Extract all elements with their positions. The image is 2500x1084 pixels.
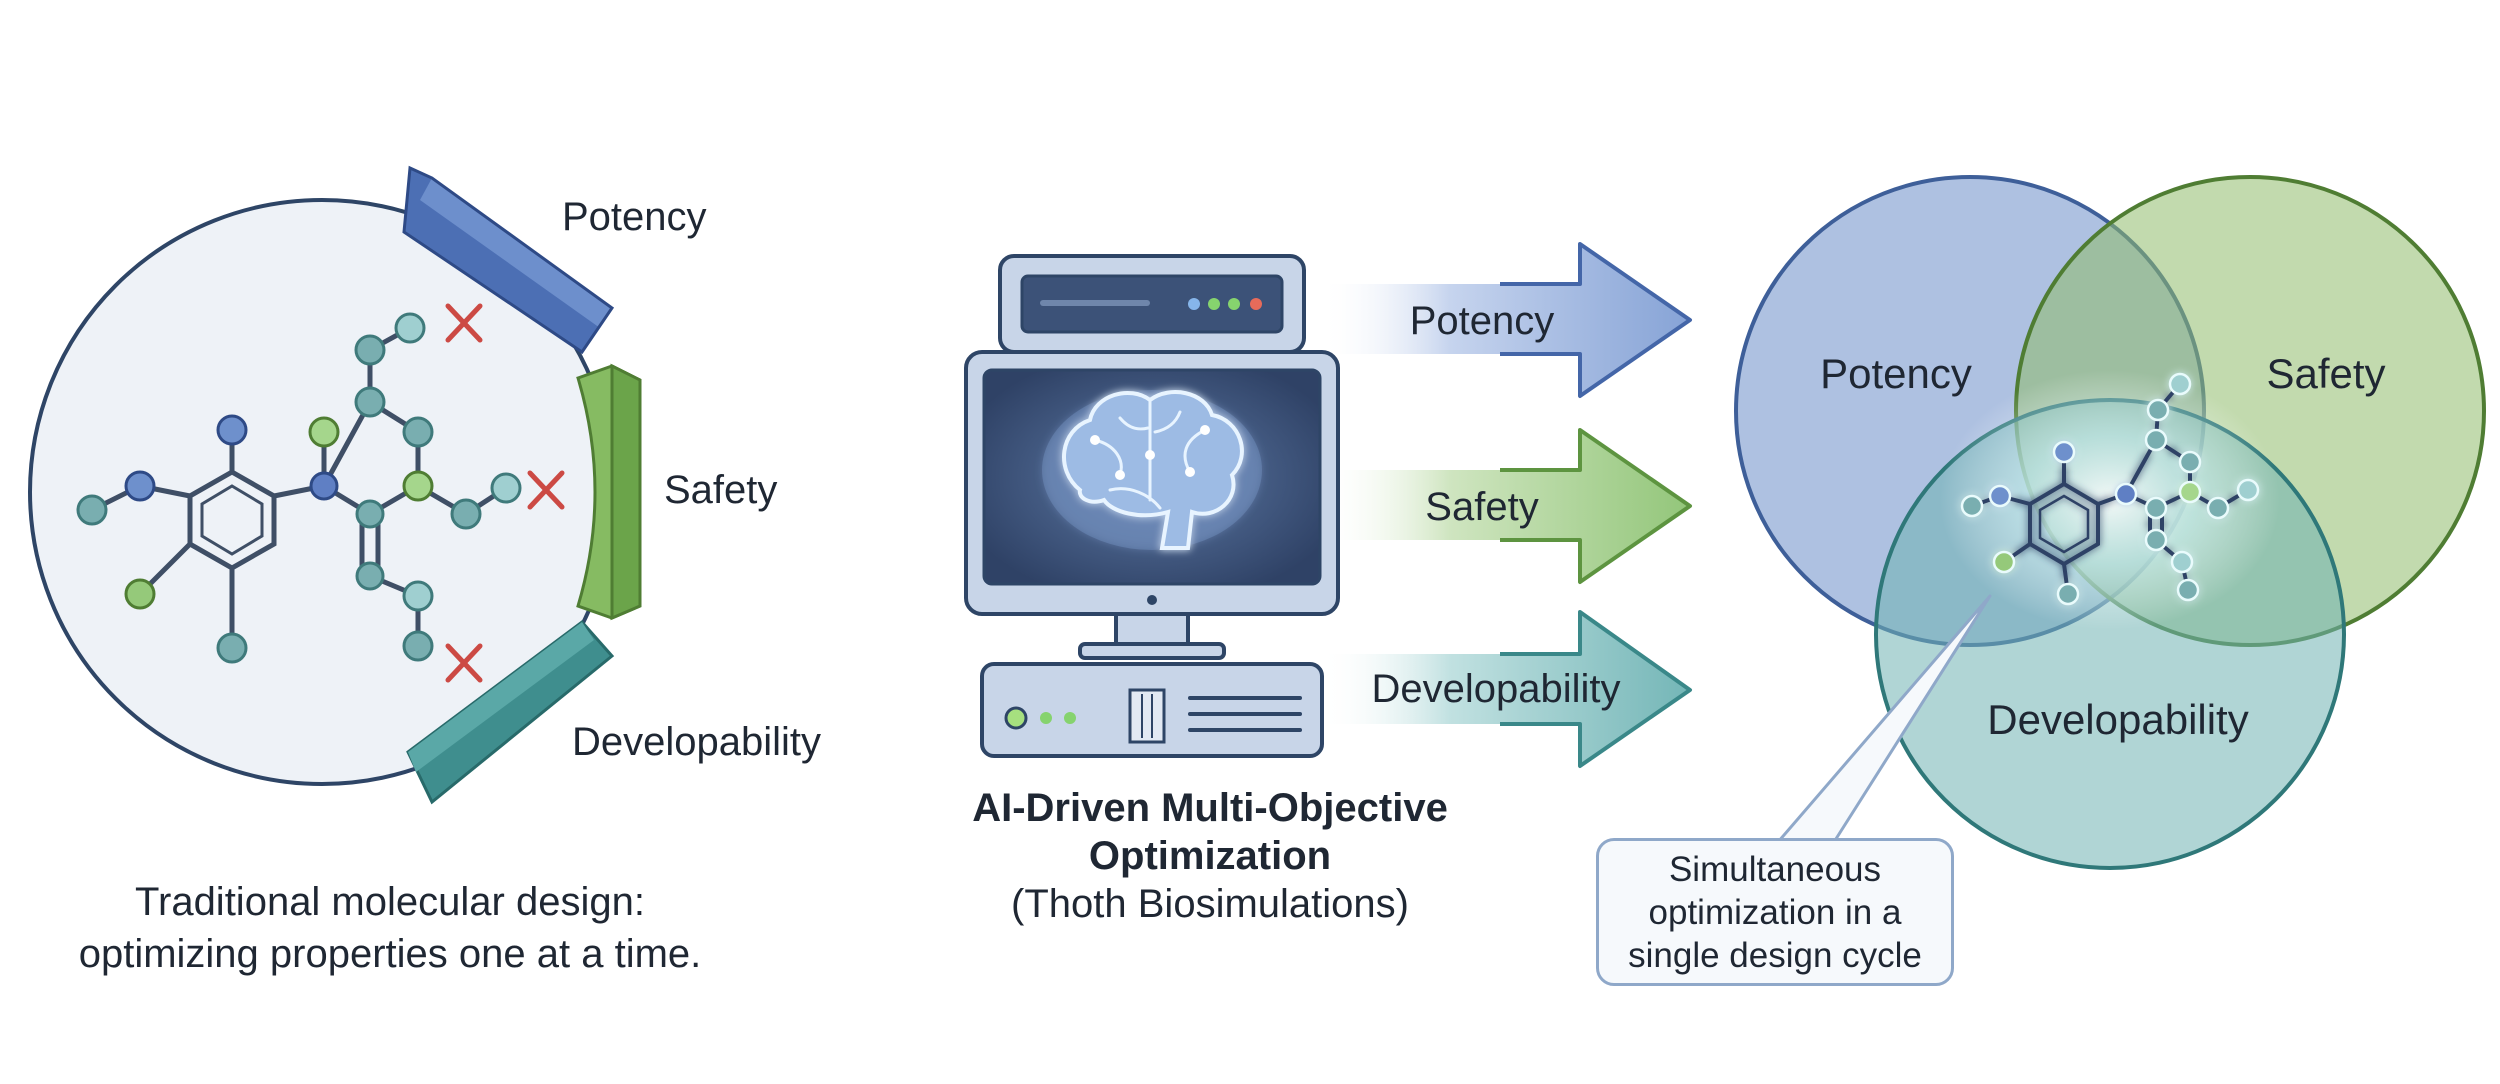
safety-arrow: Safety bbox=[1320, 428, 1692, 584]
ai-optimization-panel: Potency Safety Developability bbox=[964, 242, 1692, 768]
traditional-design-panel: Potency Safety Developability bbox=[28, 165, 821, 805]
developability-label: Developability bbox=[572, 720, 821, 764]
reject-x-icon bbox=[445, 643, 483, 683]
venn-diagram: Potency Safety Developability bbox=[1734, 175, 2486, 870]
safety-label: Safety bbox=[664, 468, 777, 512]
callout-line: single design cycle bbox=[1628, 935, 1922, 975]
simultaneous-optimization-callout: Simultaneous optimization in a single de… bbox=[1596, 838, 1954, 986]
ai-computer bbox=[964, 254, 1340, 758]
traditional-design-caption: Traditional molecular design: optimizing… bbox=[20, 876, 760, 980]
potency-shield bbox=[402, 165, 615, 355]
reject-x-icon bbox=[445, 303, 483, 343]
callout-line: Simultaneous bbox=[1668, 849, 1882, 889]
venn-developability-label: Developability bbox=[1987, 696, 2248, 743]
developability-shield bbox=[406, 619, 615, 805]
callout-line: optimization in a bbox=[1648, 892, 1902, 932]
caption-line: Traditional molecular design: bbox=[135, 880, 645, 924]
potency-label: Potency bbox=[562, 195, 707, 239]
candidate-molecule bbox=[76, 312, 522, 664]
brain-icon bbox=[1042, 390, 1262, 550]
ai-title-line: AI-Driven Multi-Objective bbox=[972, 786, 1448, 830]
developability-arrow: Developability bbox=[1320, 610, 1692, 768]
caption-line: optimizing properties one at a time. bbox=[78, 932, 702, 976]
safety-arrow-label: Safety bbox=[1425, 485, 1538, 529]
reject-x-icon bbox=[527, 470, 565, 510]
developability-arrow-label: Developability bbox=[1371, 667, 1620, 711]
optimized-molecule bbox=[1960, 372, 2260, 606]
potency-arrow: Potency bbox=[1320, 242, 1692, 398]
venn-safety-label: Safety bbox=[2266, 350, 2385, 397]
venn-potency-label: Potency bbox=[1820, 350, 1972, 397]
potency-arrow-label: Potency bbox=[1410, 299, 1555, 343]
ai-optimization-caption: AI-Driven Multi-Objective Optimization (… bbox=[840, 784, 1580, 928]
ai-subtitle: (Thoth Biosimulations) bbox=[1011, 882, 1409, 926]
ai-title-line: Optimization bbox=[1088, 834, 1332, 878]
safety-shield bbox=[576, 363, 642, 621]
